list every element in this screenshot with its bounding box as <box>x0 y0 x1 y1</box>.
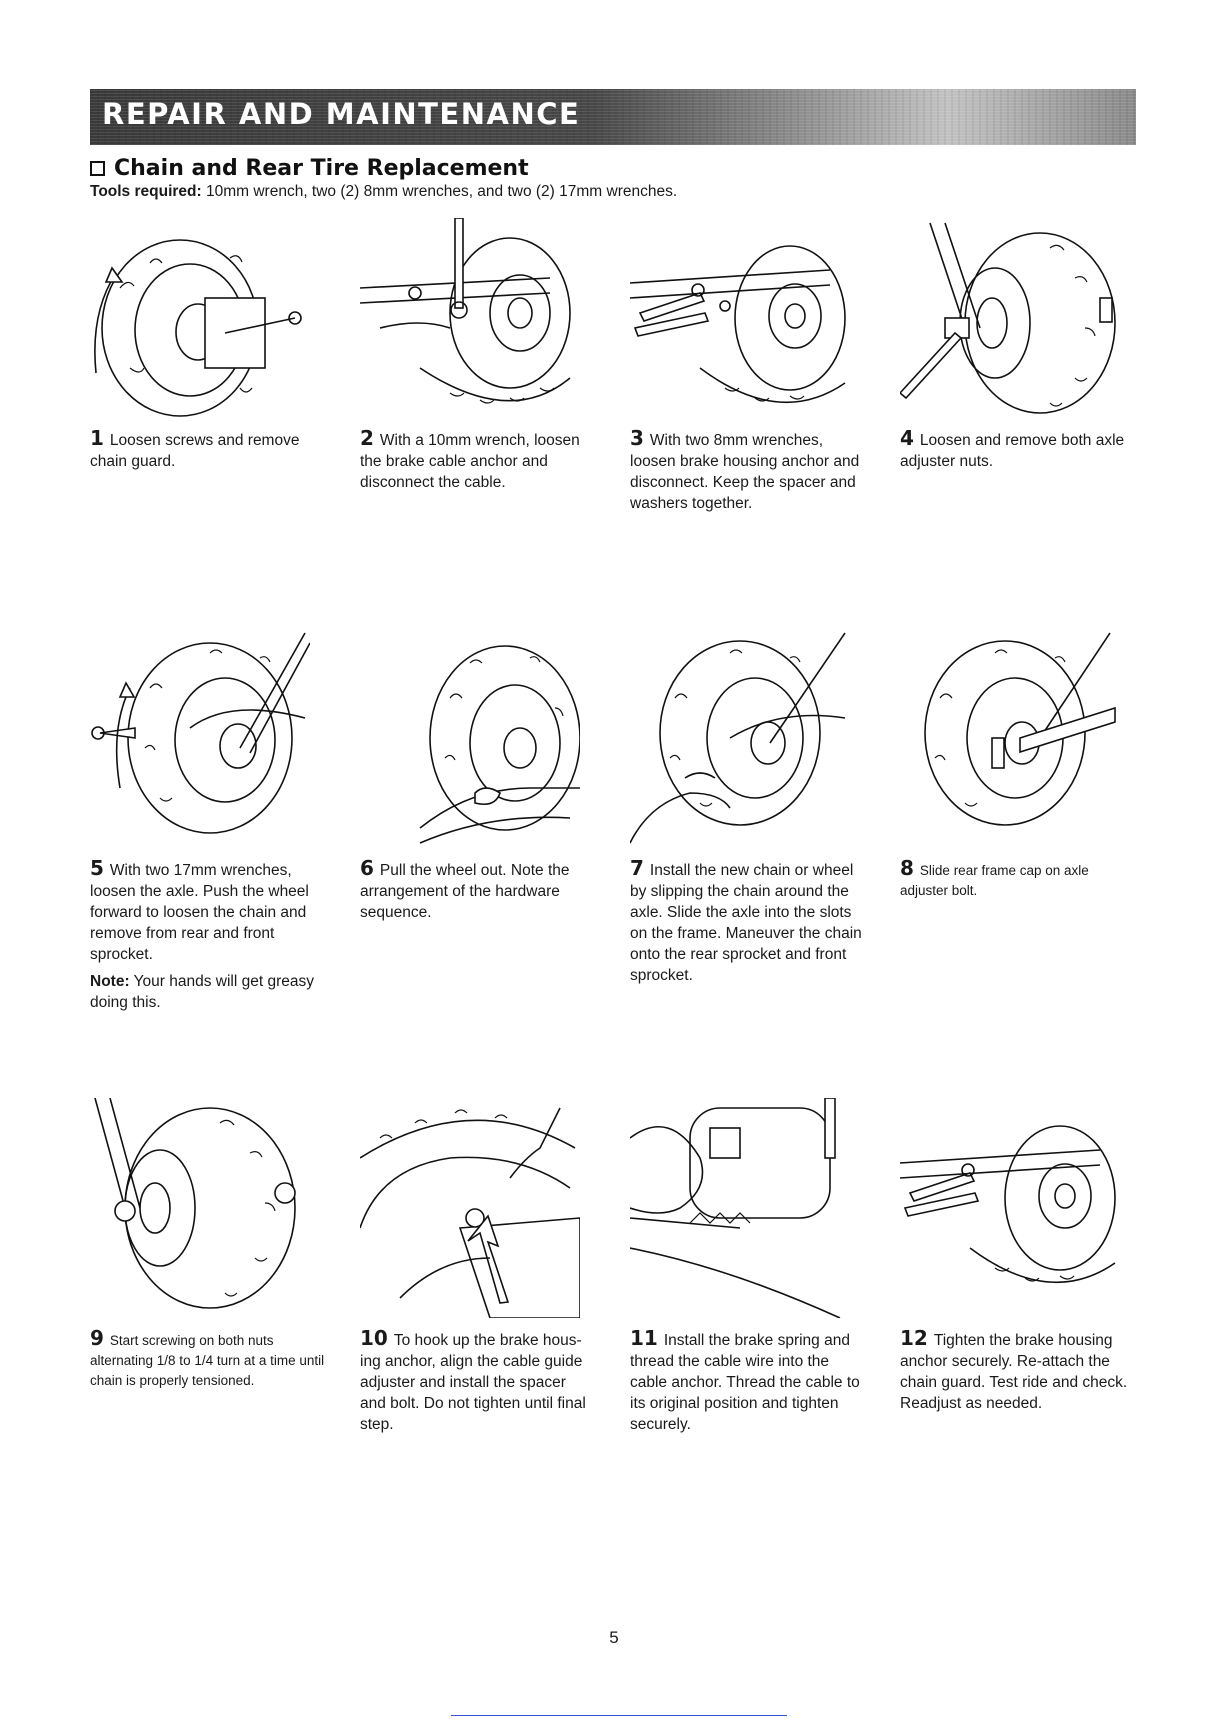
step-text: Loosen and remove both axle adjuster nut… <box>900 432 1125 470</box>
step-text: To hook up the brake hous-ing anchor, al… <box>360 1332 586 1433</box>
section-title: Chain and Rear Tire Replacement <box>90 156 529 181</box>
wheel-chain-guard-illustration <box>94 239 302 417</box>
brake-spring-illustration <box>630 1098 841 1318</box>
step-number: 1 <box>90 426 104 450</box>
frame-cap-illustration <box>924 632 1116 826</box>
step-number: 2 <box>360 426 374 450</box>
tools-required: Tools required: 10mm wrench, two (2) 8mm… <box>90 183 677 201</box>
brake-cable-wrench-illustration <box>360 218 571 404</box>
step-text: Slide rear frame cap on axle adjuster bo… <box>900 863 1089 898</box>
step-number: 4 <box>900 426 914 450</box>
tools-label: Tools required: <box>90 183 202 200</box>
step-number: 5 <box>90 856 104 880</box>
tighten-anchor-illustration <box>900 1125 1116 1283</box>
step-number: 10 <box>360 1326 388 1350</box>
step-note: Note: Your hands will get greasy doing t… <box>90 971 326 1013</box>
step-number: 9 <box>90 1326 104 1350</box>
step-text: With two 8mm wrenches, loosen brake hous… <box>630 432 860 512</box>
step-number: 12 <box>900 1326 928 1350</box>
step-number: 8 <box>900 856 914 880</box>
step-number: 3 <box>630 426 644 450</box>
step-number: 11 <box>630 1326 658 1350</box>
bottom-rule <box>451 1715 787 1716</box>
step-text: With a 10mm wrench, loosen the brake cab… <box>360 432 580 491</box>
tension-nuts-illustration <box>94 1098 296 1309</box>
pull-wheel-illustration <box>419 645 580 844</box>
step-text: Start screwing on both nuts alternating … <box>90 1333 325 1388</box>
brake-housing-anchor-illustration <box>360 1107 580 1318</box>
step-text: With two 17mm wrenches, loosen the axle.… <box>90 862 309 963</box>
install-chain-illustration <box>630 632 846 844</box>
checkbox-icon <box>90 161 105 176</box>
step-number: 7 <box>630 856 644 880</box>
step-text: Tighten the brake housing anchor securel… <box>900 1332 1128 1412</box>
step-number: 6 <box>360 856 374 880</box>
axle-adjuster-nuts-illustration <box>900 222 1116 414</box>
step-text: Install the brake spring and thread the … <box>630 1332 860 1433</box>
section-banner: REPAIR AND MAINTENANCE <box>90 89 1136 145</box>
section-title-text: Chain and Rear Tire Replacement <box>114 156 529 181</box>
banner-title: REPAIR AND MAINTENANCE <box>102 97 581 131</box>
loosen-axle-illustration <box>91 632 310 834</box>
step-text: Loosen screws and remove chain guard. <box>90 432 300 470</box>
two-wrenches-brake-illustration <box>630 245 846 403</box>
page-number: 5 <box>609 1628 619 1647</box>
note-label: Note: <box>90 973 130 990</box>
note-text: Your hands will get greasy doing this. <box>90 973 315 1011</box>
tools-text: 10mm wrench, two (2) 8mm wrenches, and t… <box>201 183 678 200</box>
step-text: Install the new chain or wheel by slippi… <box>630 862 862 984</box>
step-text: Pull the wheel out. Note the arrangement… <box>360 862 570 921</box>
